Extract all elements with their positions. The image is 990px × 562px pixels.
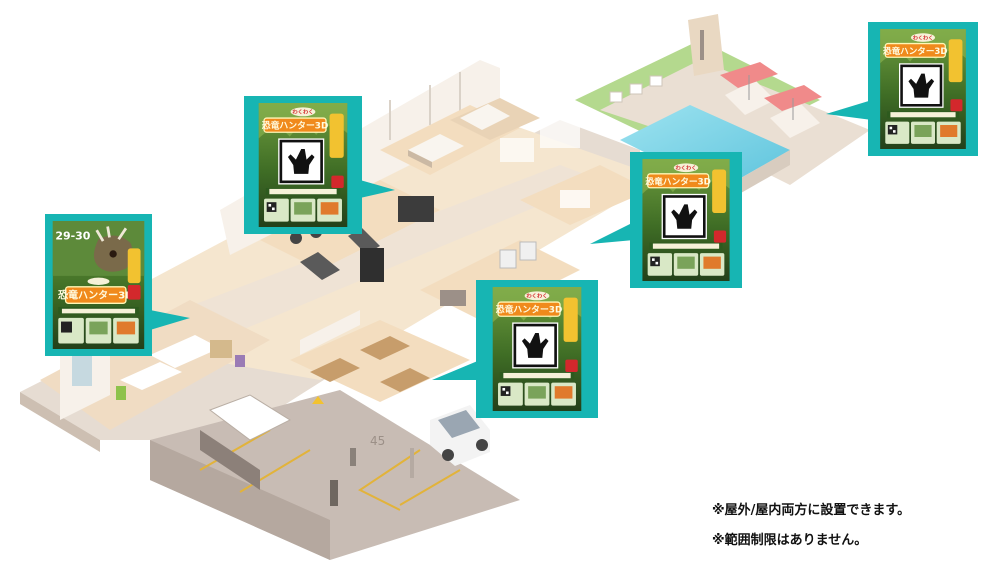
parking-floor-shade <box>150 440 330 560</box>
pool-water <box>620 105 790 190</box>
footnotes: ※屋外/屋内両方に設置できます。 ※範囲制限はありません。 <box>712 496 982 556</box>
back-wall-windows <box>389 72 461 140</box>
parking-lines <box>199 429 461 511</box>
pool-deck <box>575 14 870 205</box>
callout-pool <box>826 22 978 156</box>
callout-gym <box>244 96 395 234</box>
guest-rooms <box>380 98 580 175</box>
left-base-shadow <box>20 392 100 452</box>
callout-rooms <box>590 152 742 288</box>
planter-wall <box>688 14 724 76</box>
right-rooms <box>520 165 650 225</box>
deck-chairs <box>609 75 663 103</box>
parking-bollard <box>350 448 356 466</box>
dining-room <box>290 310 470 402</box>
stairwell <box>200 394 292 490</box>
parked-car <box>430 405 490 466</box>
callout-dining <box>432 280 598 418</box>
callout-lobby <box>45 214 190 356</box>
floor-number-decor: 45 <box>370 434 385 448</box>
corridor <box>180 165 600 335</box>
deck <box>600 60 870 185</box>
sun-loungers <box>720 62 822 138</box>
parking-sign-pole <box>410 448 414 478</box>
note-placement: ※屋外/屋内両方に設置できます。 <box>712 503 911 518</box>
note-range: ※範囲制限はありません。 <box>712 533 868 548</box>
parking-bollard <box>330 480 338 506</box>
caution-sign <box>312 396 324 404</box>
